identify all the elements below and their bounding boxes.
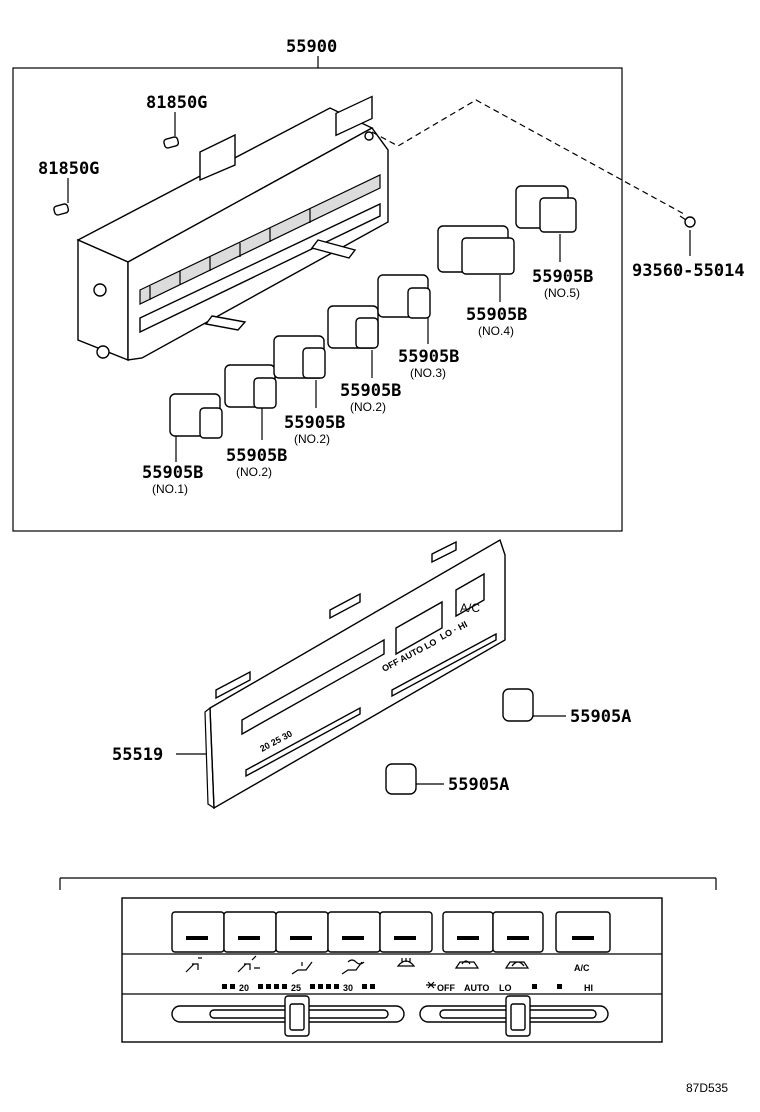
panel-ac-marking: A/C: [460, 601, 480, 615]
bulb-lower: [53, 178, 70, 216]
lever-knob-lower: [385, 763, 444, 795]
face-button-5: [379, 911, 433, 953]
knob-no1: [169, 393, 223, 462]
face-ac-label: A/C: [574, 963, 590, 973]
knob-no2-b: [273, 335, 326, 408]
temp-scale-30: 30: [343, 983, 353, 993]
knob-no2-c-number: 55905B: [340, 381, 401, 401]
fan-auto-label: AUTO: [464, 983, 489, 993]
temp-scale-25: 25: [291, 983, 301, 993]
foot-defrost-icon: [341, 959, 365, 975]
knob-no2-a: [224, 364, 277, 440]
knob-no5-note: (NO.5): [544, 286, 580, 300]
temp-slider-handle: [284, 995, 310, 1037]
knob-no5-number: 55905B: [532, 267, 593, 287]
screw: [679, 215, 696, 256]
knob-no2-b-note: (NO.2): [294, 432, 330, 446]
face-button-3: [275, 911, 329, 953]
knob-no1-note: (NO.1): [152, 482, 188, 496]
face-button-6: [442, 911, 494, 953]
face-button-7: [492, 911, 544, 953]
face-button-4: [327, 911, 381, 953]
lever-knob-upper-label: 55905A: [570, 707, 631, 727]
knob-no2-b-number: 55905B: [284, 413, 345, 433]
fan-hi-label: HI: [584, 983, 593, 993]
face-button-2: [223, 911, 277, 953]
knob-no5: [515, 185, 577, 262]
screw-label: 93560-55014: [632, 261, 745, 281]
knob-no2-c-note: (NO.2): [350, 400, 386, 414]
fan-step-dot-2: [557, 984, 562, 989]
face-vent-icon: [185, 957, 202, 973]
knob-no4-note: (NO.4): [478, 324, 514, 338]
knob-no1-number: 55905B: [142, 463, 203, 483]
knob-no2-a-number: 55905B: [226, 446, 287, 466]
screw-leader-dashed: [371, 99, 685, 215]
fan-icon: [426, 981, 436, 989]
control-unit-housing: [76, 95, 389, 362]
knob-no2-a-note: (NO.2): [236, 465, 272, 479]
temp-scale-dots: [222, 984, 375, 989]
face-button-1: [171, 911, 225, 953]
face-button-row: [171, 911, 611, 953]
fan-off-label: OFF: [437, 983, 455, 993]
panel-55519: [204, 538, 506, 810]
knob-no3: [377, 274, 431, 344]
panel-label: 55519: [112, 745, 163, 765]
lever-knob-upper: [502, 688, 566, 722]
temp-scale-20: 20: [239, 983, 249, 993]
fan-slider-handle: [505, 995, 531, 1037]
fresh-air-icon: [454, 960, 480, 969]
knob-no4-number: 55905B: [466, 305, 527, 325]
knob-no2-c: [327, 305, 379, 378]
knob-no4: [437, 225, 515, 302]
figure-code: 87D535: [686, 1081, 728, 1095]
bi-level-icon: [237, 955, 260, 973]
fan-lo-label: LO: [499, 983, 512, 993]
lever-knob-lower-label: 55905A: [448, 775, 509, 795]
knob-no3-number: 55905B: [398, 347, 459, 367]
knob-no3-note: (NO.3): [410, 366, 446, 380]
assembly-part-number: 55900: [286, 37, 337, 57]
recirculate-icon: [504, 961, 530, 969]
face-button-8: [555, 911, 611, 953]
bulb-lower-label: 81850G: [38, 159, 99, 179]
fan-step-dot-1: [532, 984, 537, 989]
bulb-upper-label: 81850G: [146, 93, 207, 113]
bulb-upper: [163, 112, 180, 149]
mode-icons-row: [185, 955, 530, 975]
foot-icon: [291, 961, 313, 975]
defrost-icon: [396, 958, 416, 967]
